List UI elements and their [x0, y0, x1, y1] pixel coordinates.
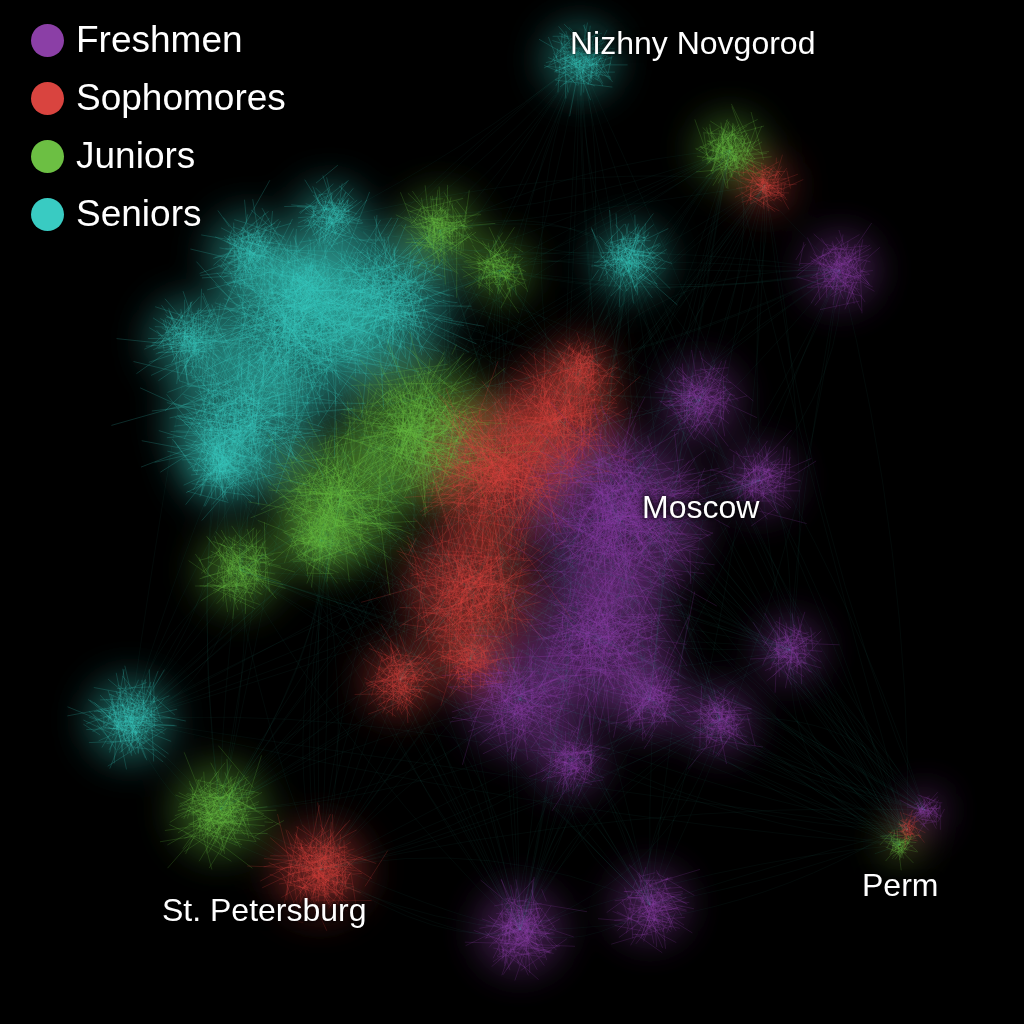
- city-label: Nizhny Novgorod: [570, 26, 815, 61]
- long-links: [120, 60, 925, 938]
- legend-swatch: [31, 24, 64, 57]
- cluster-edges: [732, 155, 803, 212]
- legend-text: Sophomores: [76, 78, 286, 119]
- cluster-edges: [426, 618, 516, 706]
- cluster-edges: [750, 612, 839, 693]
- legend-text: Juniors: [76, 136, 195, 177]
- legend-entry: Seniors: [31, 194, 201, 235]
- city-label: St. Petersburg: [162, 893, 367, 928]
- legend-text: Seniors: [76, 194, 201, 235]
- cluster-edges: [189, 522, 295, 619]
- legend-swatch: [31, 198, 64, 231]
- cluster-edges: [396, 185, 496, 298]
- cluster-edges: [274, 490, 362, 588]
- cluster-edges: [462, 227, 527, 313]
- legend-swatch: [31, 140, 64, 173]
- cluster-edges: [465, 877, 587, 981]
- cluster-edges: [172, 419, 290, 506]
- cluster-edges: [611, 647, 692, 749]
- legend-entry: Freshmen: [31, 20, 243, 61]
- cluster-edges: [796, 223, 880, 313]
- legend-text: Freshmen: [76, 20, 243, 61]
- cluster-edges: [355, 624, 446, 723]
- cluster-edges: [598, 865, 700, 953]
- cluster-edges: [539, 332, 624, 411]
- cluster-edges: [117, 289, 238, 386]
- city-label: Perm: [862, 868, 938, 903]
- cluster-edges: [888, 810, 925, 848]
- legend-entry: Sophomores: [31, 78, 286, 119]
- city-label: Moscow: [642, 490, 759, 525]
- cluster-edges: [529, 706, 610, 810]
- legend-swatch: [31, 82, 64, 115]
- cluster-edges: [591, 210, 677, 307]
- cluster-edges: [655, 350, 757, 447]
- cluster-edges: [190, 180, 297, 322]
- cluster-edges: [160, 746, 284, 870]
- cluster-edges: [695, 104, 772, 189]
- cluster-edges: [67, 666, 186, 770]
- legend-entry: Juniors: [31, 136, 195, 177]
- cluster-edges: [682, 686, 763, 769]
- cluster-edges: [244, 236, 339, 331]
